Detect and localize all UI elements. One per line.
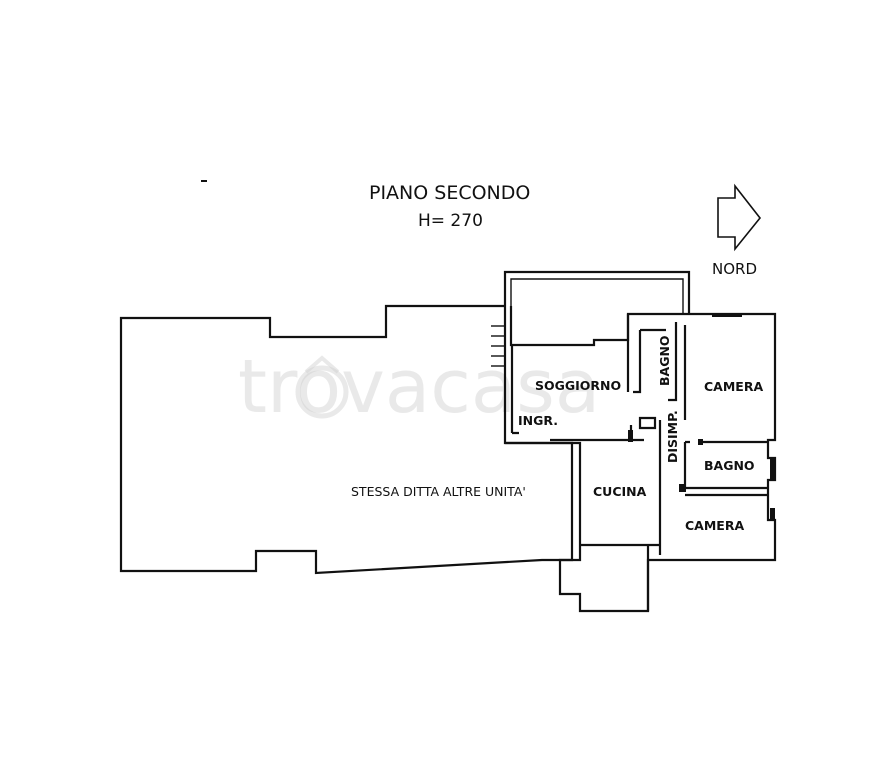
stairs-marks: [491, 325, 505, 367]
ceiling-height-label: H= 270: [418, 211, 483, 231]
watermark-logo: [295, 355, 349, 419]
room-label-other-units: STESSA DITTA ALTRE UNITA': [351, 484, 526, 499]
interior-walls: [510, 314, 768, 611]
room-label-camera-bottom: CAMERA: [685, 518, 744, 533]
room-label-camera-top: CAMERA: [704, 379, 763, 394]
floor-title: PIANO SECONDO: [369, 182, 530, 204]
room-label-ingresso: INGR.: [518, 413, 558, 428]
north-arrow-icon: [717, 183, 762, 252]
room-label-bagno-mid: BAGNO: [704, 458, 755, 473]
terrace-top-outline: [503, 270, 691, 315]
room-label-disimpegno: DISIMP.: [665, 410, 680, 463]
terrace-top-inner: [510, 278, 684, 315]
wall-details: [628, 313, 775, 520]
room-label-soggiorno: SOGGIORNO: [535, 378, 621, 393]
room-label-cucina: CUCINA: [593, 484, 647, 499]
north-label: NORD: [712, 260, 757, 278]
scan-mark: [201, 180, 207, 182]
watermark-text: trovacasa: [238, 344, 600, 430]
room-label-bagno-top: BAGNO: [657, 335, 672, 386]
